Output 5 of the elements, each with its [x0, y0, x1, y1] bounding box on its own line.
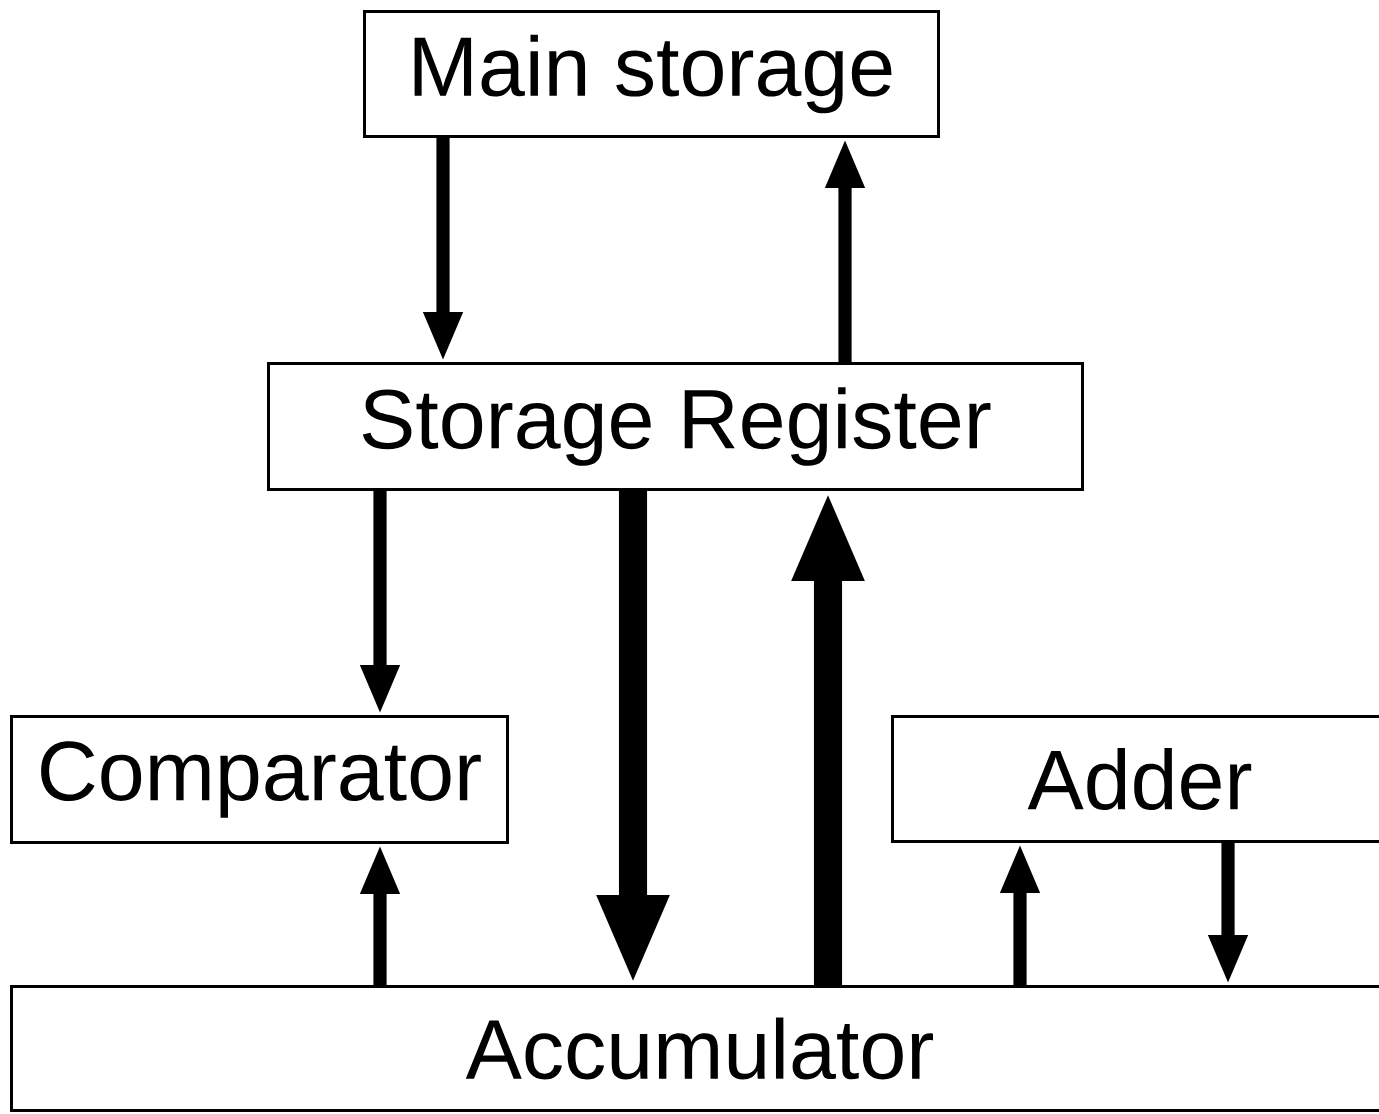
process-box: Storage Register [267, 362, 1084, 491]
process-box: Comparator [10, 715, 509, 844]
process-box: Accumulator [10, 985, 1379, 1112]
process-box: Main storage [363, 10, 940, 138]
process-box: Adder [891, 715, 1379, 843]
